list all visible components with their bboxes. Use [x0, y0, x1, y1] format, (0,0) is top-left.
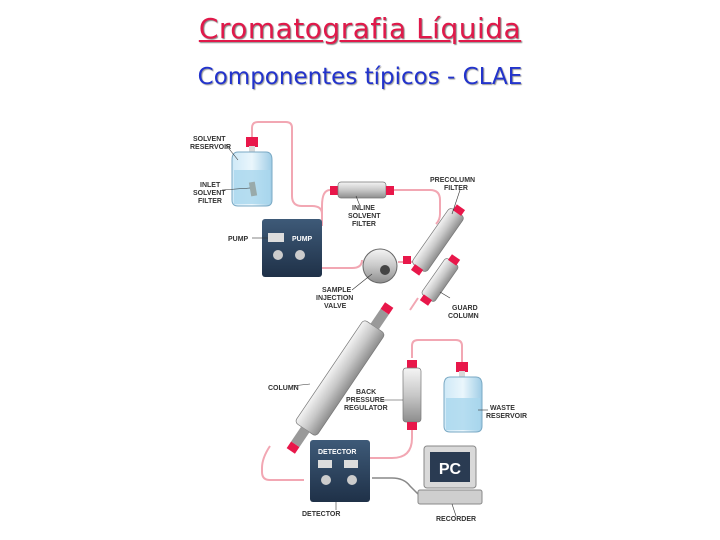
pump-unit: PUMP	[262, 219, 322, 277]
tube-guard-to-column	[409, 297, 419, 311]
leader-lines	[221, 144, 488, 517]
label-inlet-filter-1: INLET	[200, 182, 221, 189]
label-solvent-reservoir-2: RESERVOIR	[190, 144, 231, 151]
precolumn-filter	[410, 204, 466, 276]
label-waste-1: WASTE	[490, 405, 515, 412]
label-inlet-filter-2: SOLVENT	[193, 190, 226, 197]
label-precolumn-2: FILTER	[444, 185, 468, 192]
tube-column-to-detector	[261, 445, 304, 481]
label-guard-1: GUARD	[452, 305, 478, 312]
detector-panel-label: DETECTOR	[318, 449, 356, 456]
label-precolumn-1: PRECOLUMN	[430, 177, 475, 184]
label-inline-filter-1: INLINE	[352, 205, 375, 212]
solvent-reservoir	[231, 137, 273, 207]
label-detector: DETECTOR	[302, 511, 340, 518]
label-inline-filter-3: FILTER	[352, 221, 376, 228]
guard-column	[419, 254, 461, 306]
tube-detector-to-bpr	[370, 428, 413, 459]
waste-reservoir	[443, 362, 483, 433]
label-solvent-reservoir-1: SOLVENT	[193, 136, 226, 143]
tube-pump-to-filter	[321, 189, 336, 226]
label-pump: PUMP	[228, 236, 249, 243]
cable-detector-to-pc	[372, 477, 421, 497]
tube-bpr-to-waste	[411, 339, 463, 362]
detector-unit: DETECTOR	[310, 440, 370, 502]
pump-panel-label: PUMP	[292, 236, 313, 243]
page-title: Cromatografia Líquida	[198, 12, 522, 45]
pc-recorder: PC	[417, 445, 483, 505]
sample-injection-valve	[362, 248, 411, 284]
label-guard-2: COLUMN	[448, 313, 479, 320]
label-valve-1: SAMPLE	[322, 287, 352, 294]
tube-filter-to-precolumn	[392, 189, 441, 225]
back-pressure-regulator	[402, 360, 422, 430]
label-column: COLUMN	[268, 385, 299, 392]
tube-reservoir-to-pump	[251, 121, 323, 226]
inline-solvent-filter	[330, 181, 394, 199]
label-bpr-2: PRESSURE	[346, 397, 385, 404]
label-inline-filter-2: SOLVENT	[348, 213, 381, 220]
label-valve-2: INJECTION	[316, 295, 353, 302]
label-recorder: RECORDER	[436, 516, 476, 523]
label-valve-3: VALVE	[324, 303, 347, 310]
label-waste-2: RESERVOIR	[486, 413, 527, 420]
component-labels: SOLVENT RESERVOIR INLET SOLVENT FILTER P…	[190, 136, 527, 523]
label-bpr-1: BACK	[356, 389, 376, 396]
label-bpr-3: REGULATOR	[344, 405, 388, 412]
pc-screen-label: PC	[439, 461, 462, 478]
label-inlet-filter-3: FILTER	[198, 198, 222, 205]
page-subtitle: Componentes típicos - CLAE	[197, 64, 523, 90]
analytical-column	[286, 302, 394, 454]
